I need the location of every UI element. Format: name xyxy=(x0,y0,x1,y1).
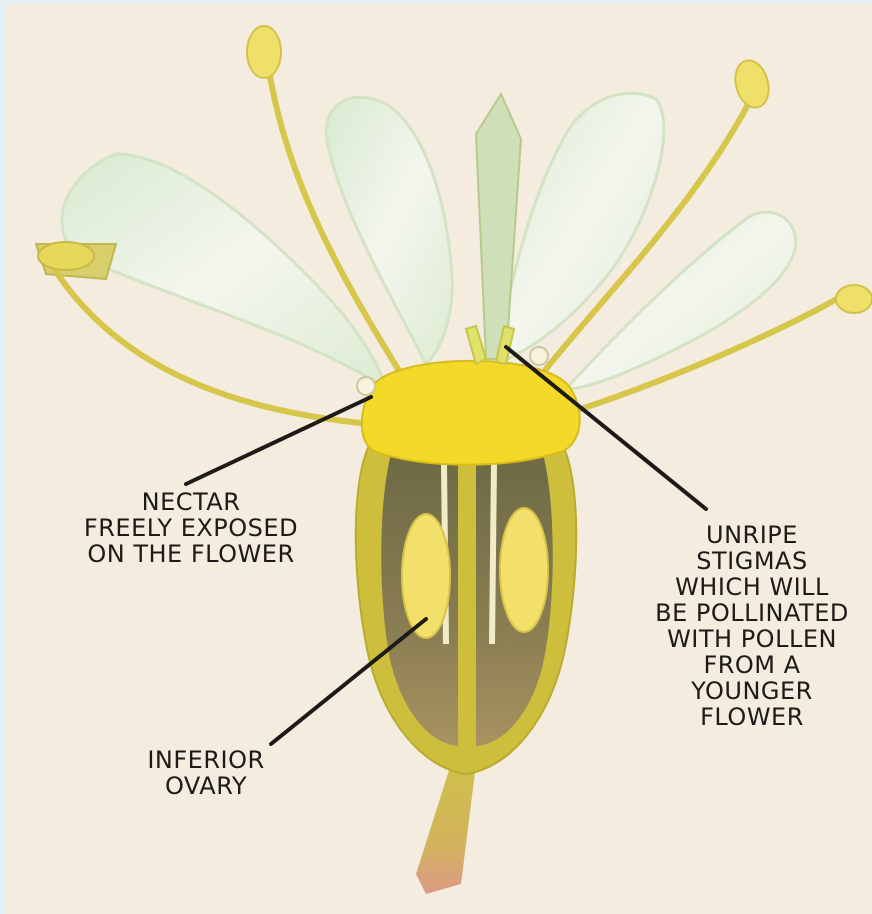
flower-stalk xyxy=(416,764,476,894)
petal-left xyxy=(62,154,386,389)
label-ovary: INFERIOR OVARY xyxy=(116,747,296,799)
nectar-droplet-right xyxy=(530,347,548,365)
label-nectar: NECTAR FREELY EXPOSED ON THE FLOWER xyxy=(36,489,346,567)
anther-1 xyxy=(247,26,281,78)
nectar-disc xyxy=(362,361,580,465)
anther-3 xyxy=(38,242,94,270)
septum-right xyxy=(492,464,494,644)
anther-4 xyxy=(836,285,872,313)
stigma-left xyxy=(466,326,486,364)
ovule-right xyxy=(500,508,548,632)
anther-2 xyxy=(730,57,773,112)
label-stigmas: UNRIPE STIGMAS WHICH WILL BE POLLINATED … xyxy=(626,522,872,730)
nectar-droplet-left xyxy=(357,377,375,395)
